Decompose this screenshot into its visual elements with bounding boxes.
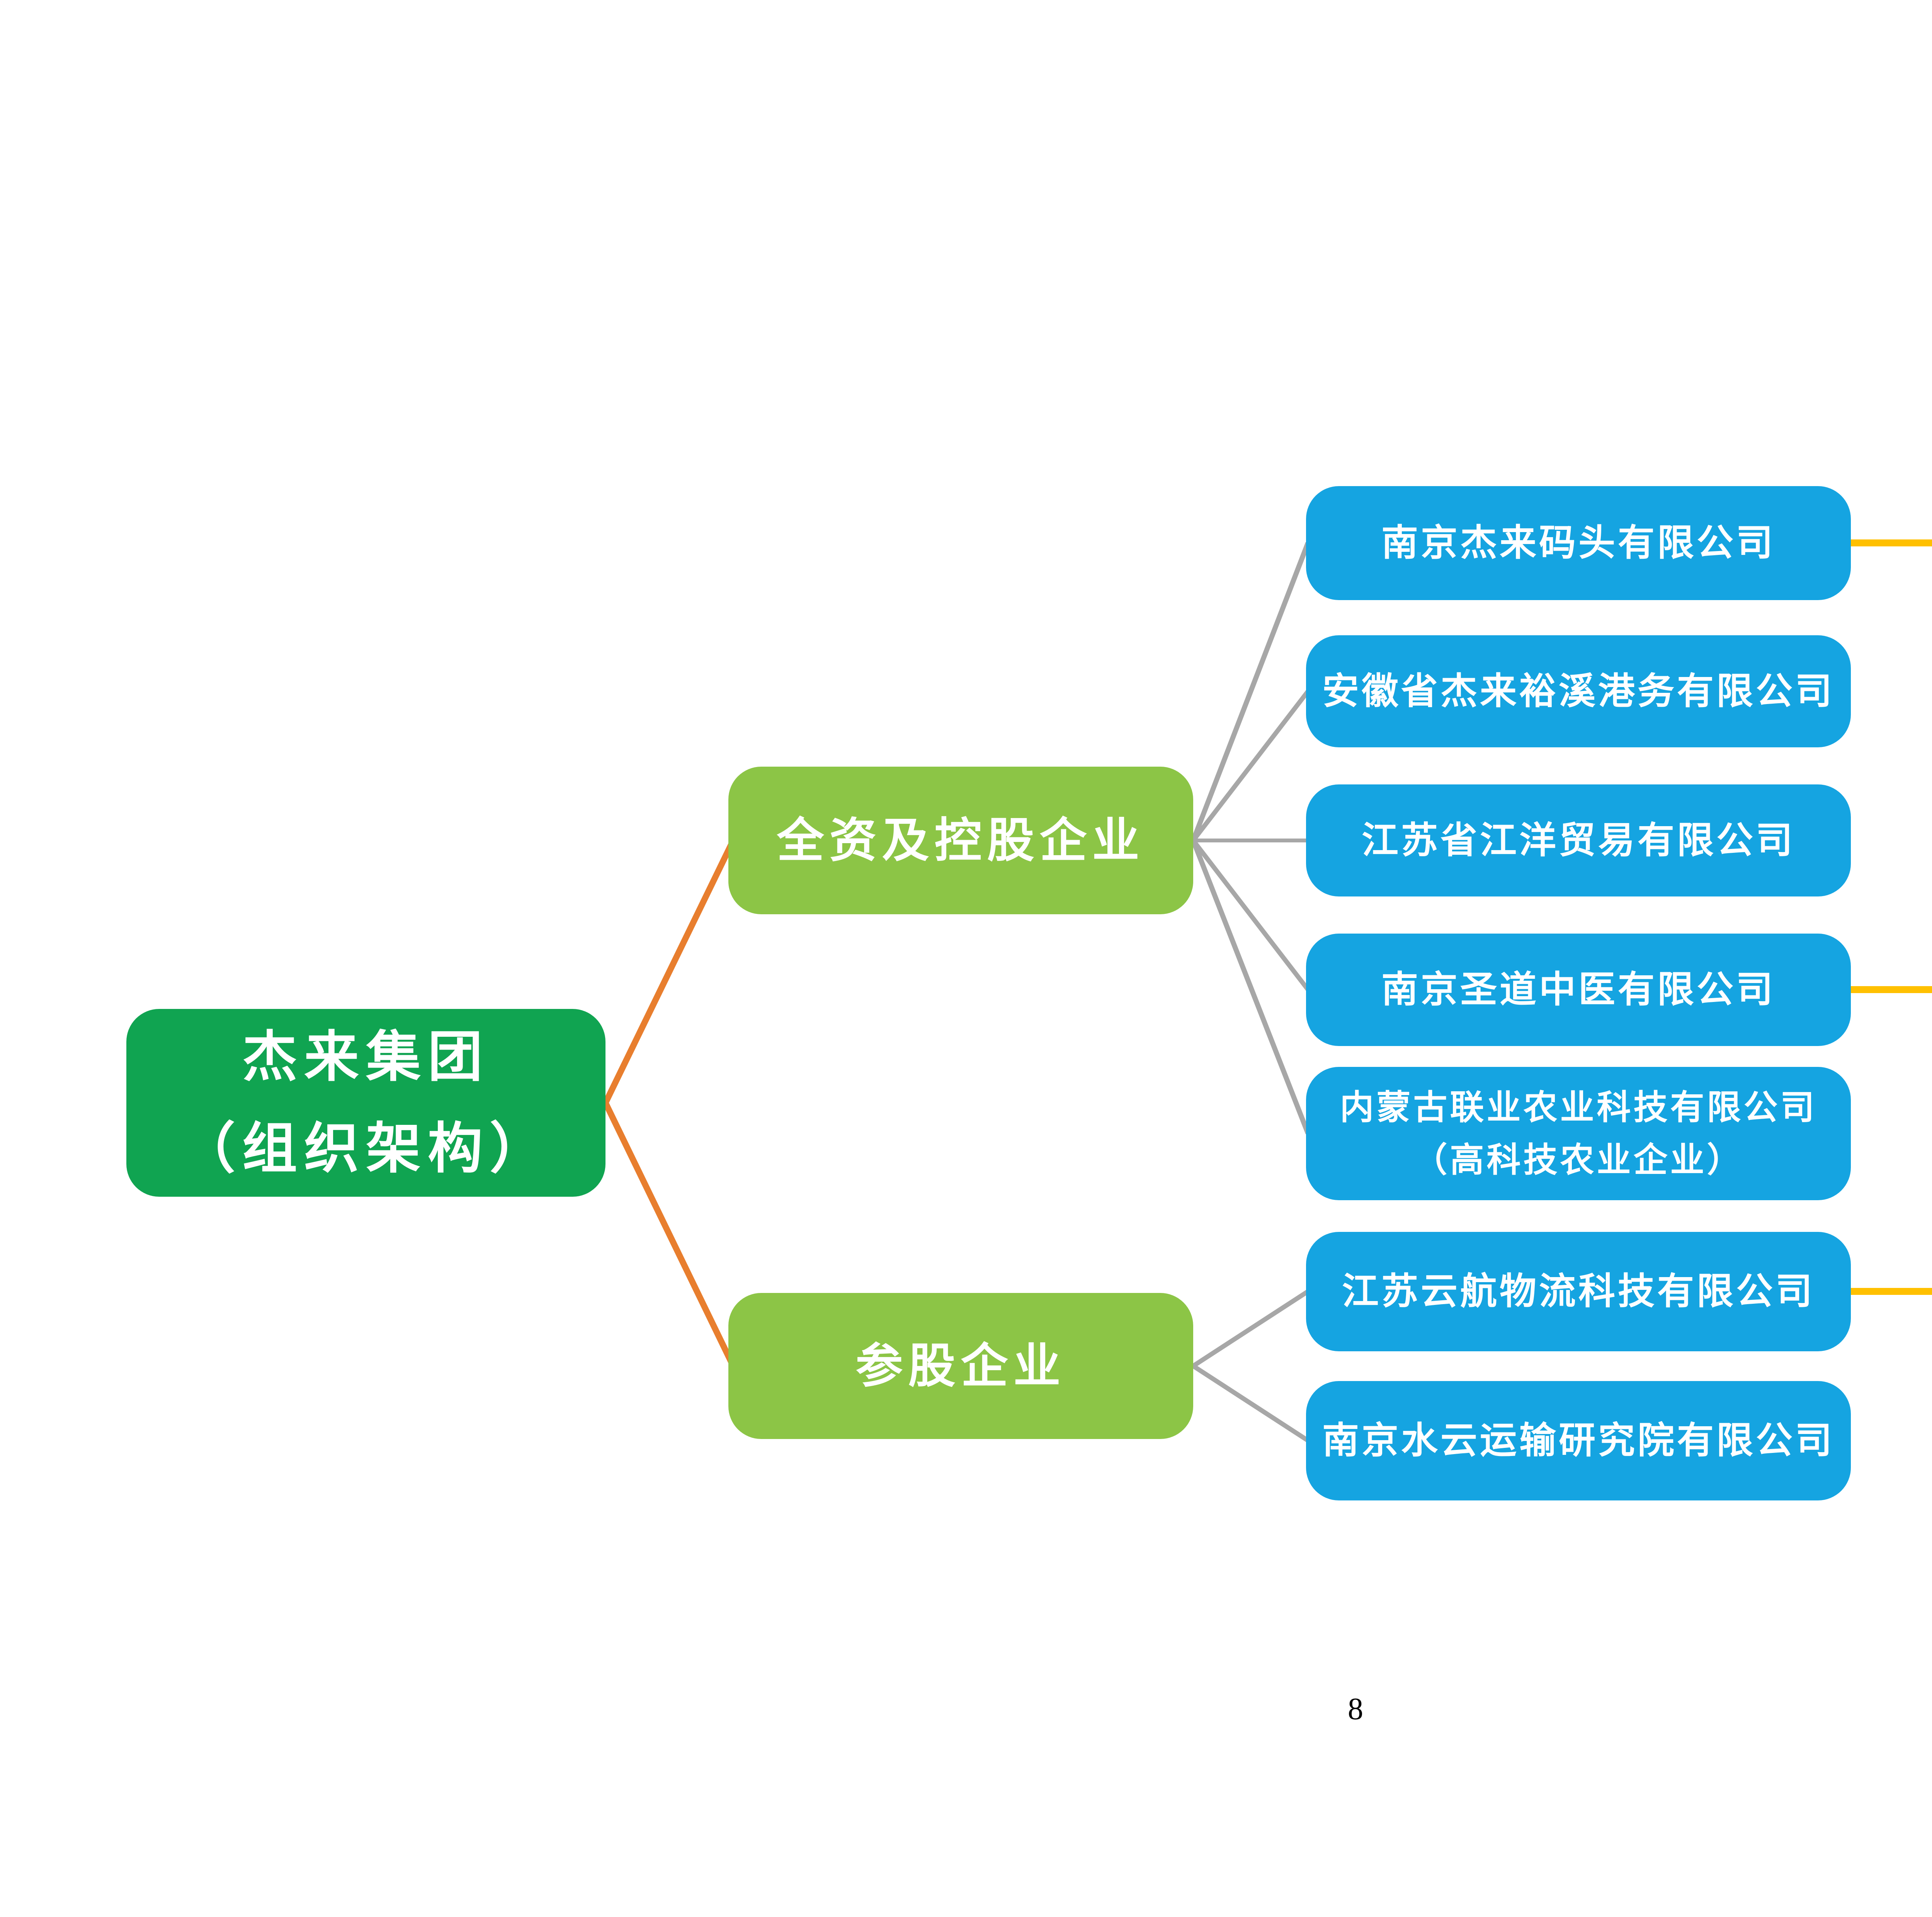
connector-invested-to-shuiyun-research [1192, 1364, 1310, 1443]
company-label: 南京圣道中医有限公司 [1381, 968, 1776, 1011]
root-label-line1: 杰来集团 [242, 1025, 490, 1089]
branch-label: 参股企业 [855, 1338, 1066, 1393]
root-label-line2: （组织架构） [180, 1117, 551, 1180]
connector-wholly-to-yuxi-port [1191, 690, 1310, 842]
connector-wholly-to-shengdao-tcm [1191, 839, 1310, 991]
company-label: 南京水云运输研究院有限公司 [1322, 1419, 1835, 1462]
connector-wholly-to-jielai-wharf [1190, 542, 1311, 842]
branch-label: 全资及控股企业 [777, 813, 1145, 868]
node-company-yunhang-logistics: 江苏云航物流科技有限公司 [1306, 1232, 1851, 1351]
node-branch-invested: 参股企业 [728, 1293, 1193, 1439]
connector-wholly-to-neimenggu-lianye [1190, 839, 1311, 1135]
node-company-shengdao-tcm: 南京圣道中医有限公司 [1306, 934, 1851, 1046]
node-company-yuxi-port: 安徽省杰来裕溪港务有限公司 [1306, 635, 1851, 747]
page-number: 8 [1348, 1692, 1363, 1726]
node-branch-wholly-owned: 全资及控股企业 [728, 767, 1193, 914]
node-company-shuiyun-research: 南京水云运输研究院有限公司 [1306, 1381, 1851, 1500]
connector-root-to-wholly-owned [602, 841, 735, 1104]
node-company-jielai-wharf: 南京杰来码头有限公司 [1306, 486, 1851, 600]
connector-invested-to-yunhang-logistics [1192, 1289, 1310, 1368]
connector-root-to-invested [602, 1101, 735, 1366]
company-label: 安徽省杰来裕溪港务有限公司 [1322, 670, 1835, 713]
node-company-jiangyang-trade: 江苏省江洋贸易有限公司 [1306, 784, 1851, 896]
company-label: 江苏省江洋贸易有限公司 [1361, 819, 1795, 862]
company-label: 江苏云航物流科技有限公司 [1342, 1270, 1815, 1313]
node-company-neimenggu-lianye: 内蒙古联业农业科技有限公司 （高科技农业企业） [1306, 1067, 1851, 1200]
company-label-line2: （高科技农业企业） [1413, 1140, 1744, 1180]
company-label: 南京杰来码头有限公司 [1381, 522, 1776, 565]
node-root-group: 杰来集团 （组织架构） [126, 1009, 605, 1197]
company-label-line1: 内蒙古联业农业科技有限公司 [1340, 1087, 1817, 1127]
